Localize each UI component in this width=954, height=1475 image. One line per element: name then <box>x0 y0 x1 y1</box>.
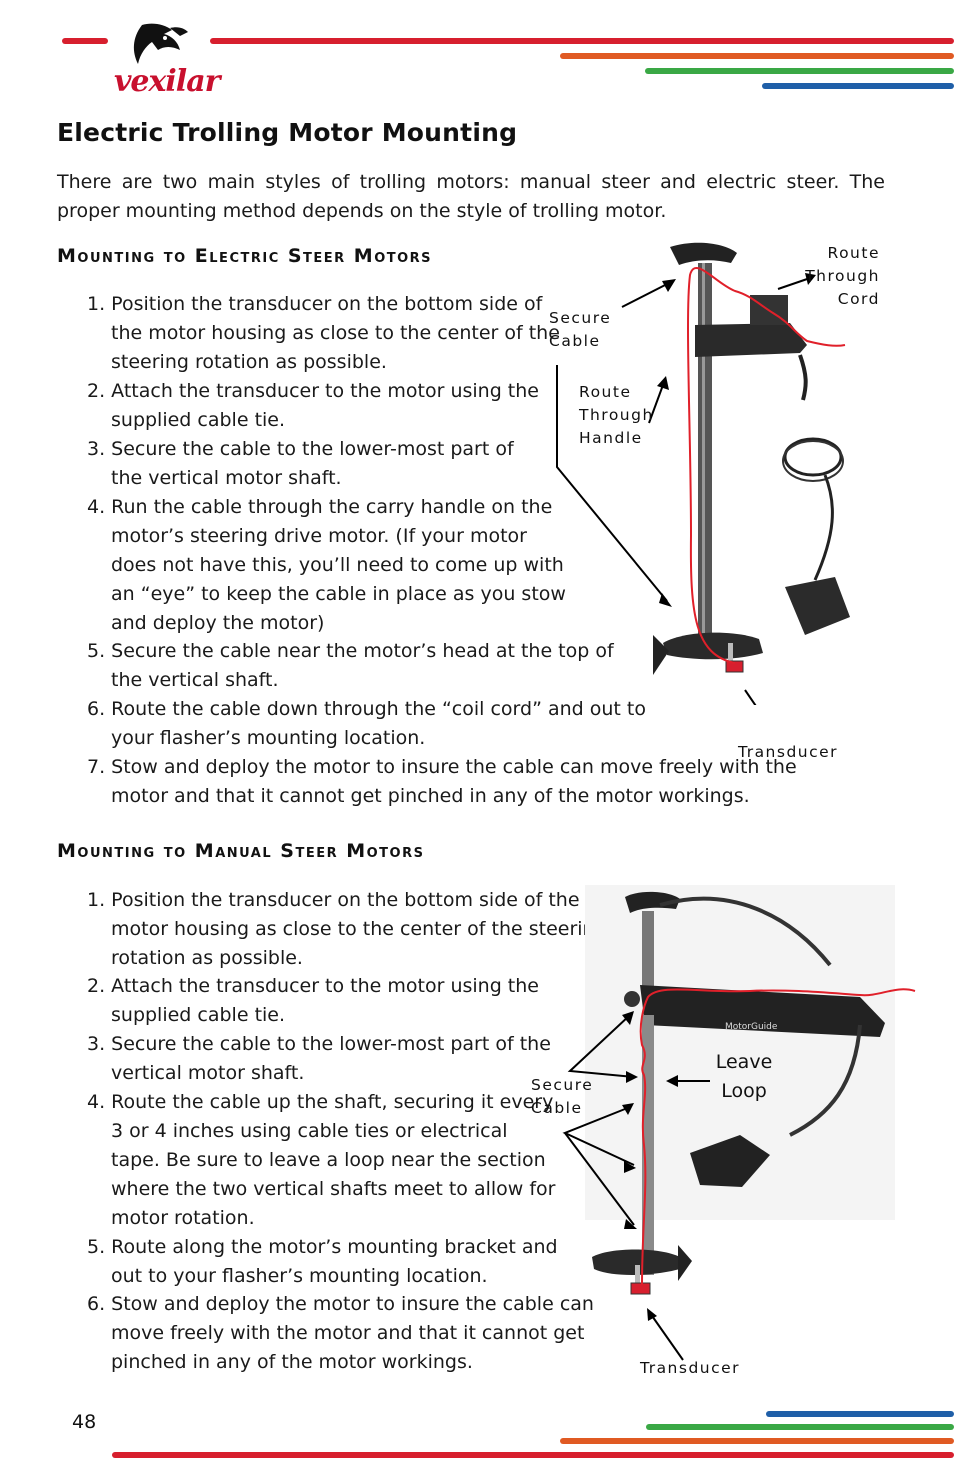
label-route-handle-line-1: Route <box>579 383 632 401</box>
manual-step-3: 3. Secure the cable to the lower-most pa… <box>87 1033 551 1084</box>
manual-label-transducer: Transducer <box>640 1359 741 1377</box>
manual-motor-illustration: MotorGuide <box>562 885 916 1361</box>
label-route-handle-line-3: Handle <box>579 429 643 447</box>
header-stripe-red-left <box>62 38 108 44</box>
label-route-cord-line-2: Through <box>805 267 880 285</box>
manual-label-secure-cable: Secure Cable <box>531 1074 593 1120</box>
electric-label-transducer: Transducer <box>738 743 839 761</box>
electric-step-4: 4. Run the cable through the carry handl… <box>87 496 566 634</box>
header-stripe-green <box>645 68 954 74</box>
electric-motor-illustration <box>556 242 850 705</box>
manual-step-5: 5. Route along the motor’s mounting brac… <box>87 1236 558 1287</box>
electric-label-route-handle: Route Through Handle <box>579 381 654 450</box>
logo-wordmark: vexilar <box>114 64 220 99</box>
footer-stripe-red <box>112 1452 954 1458</box>
electric-step-5: 5. Secure the cable near the motor’s hea… <box>87 640 614 691</box>
page-number: 48 <box>72 1411 97 1433</box>
electric-step-3: 3. Secure the cable to the lower-most pa… <box>87 438 514 489</box>
label-secure-line-2: Cable <box>549 332 601 350</box>
label-manual-secure-line-1: Secure <box>531 1076 594 1094</box>
label-route-cord-line-1: Route <box>827 244 880 262</box>
electric-step-6: 6. Route the cable down through the “coi… <box>87 698 646 749</box>
electric-step-1: 1. Position the transducer on the bottom… <box>87 293 560 373</box>
intro-paragraph: There are two main styles of trolling mo… <box>57 171 885 222</box>
label-secure-line-1: Secure <box>549 309 612 327</box>
manual-steer-heading: Mounting to Manual Steer Motors <box>57 840 425 862</box>
manual-step-6: 6. Stow and deploy the motor to insure t… <box>87 1293 594 1373</box>
vexilar-logo: vexilar <box>112 20 220 112</box>
label-leave-line-2: Loop <box>721 1080 767 1102</box>
motorguide-brand-text: MotorGuide <box>725 1022 778 1032</box>
electric-steer-heading: Mounting to Electric Steer Motors <box>57 245 433 267</box>
header-stripe-red <box>210 38 954 44</box>
manual-step-2: 2. Attach the transducer to the motor us… <box>87 975 539 1026</box>
electric-step-7: 7. Stow and deploy the motor to insure t… <box>87 756 797 807</box>
label-leave-line-1: Leave <box>715 1051 773 1073</box>
footer-stripe-blue <box>766 1411 954 1417</box>
electric-label-secure-cable: Secure Cable <box>549 307 611 353</box>
label-manual-secure-line-2: Cable <box>531 1099 583 1117</box>
label-route-handle-line-2: Through <box>579 406 654 424</box>
manual-step-4: 4. Route the cable up the shaft, securin… <box>87 1091 556 1229</box>
header-stripe-blue <box>762 83 954 89</box>
logo-fish-icon <box>133 23 188 65</box>
manual-step-1: 1. Position the transducer on the bottom… <box>87 889 607 969</box>
footer-stripe-green <box>646 1424 954 1430</box>
page-title: Electric Trolling Motor Mounting <box>57 118 518 147</box>
electric-step-2: 2. Attach the transducer to the motor us… <box>87 380 539 431</box>
electric-label-route-cord: Route Through Cord <box>780 242 880 311</box>
header-stripe-orange <box>560 53 954 59</box>
footer-stripe-orange <box>560 1438 954 1444</box>
label-route-cord-line-3: Cord <box>837 290 880 308</box>
manual-label-leave-loop: Leave Loop <box>714 1048 774 1106</box>
